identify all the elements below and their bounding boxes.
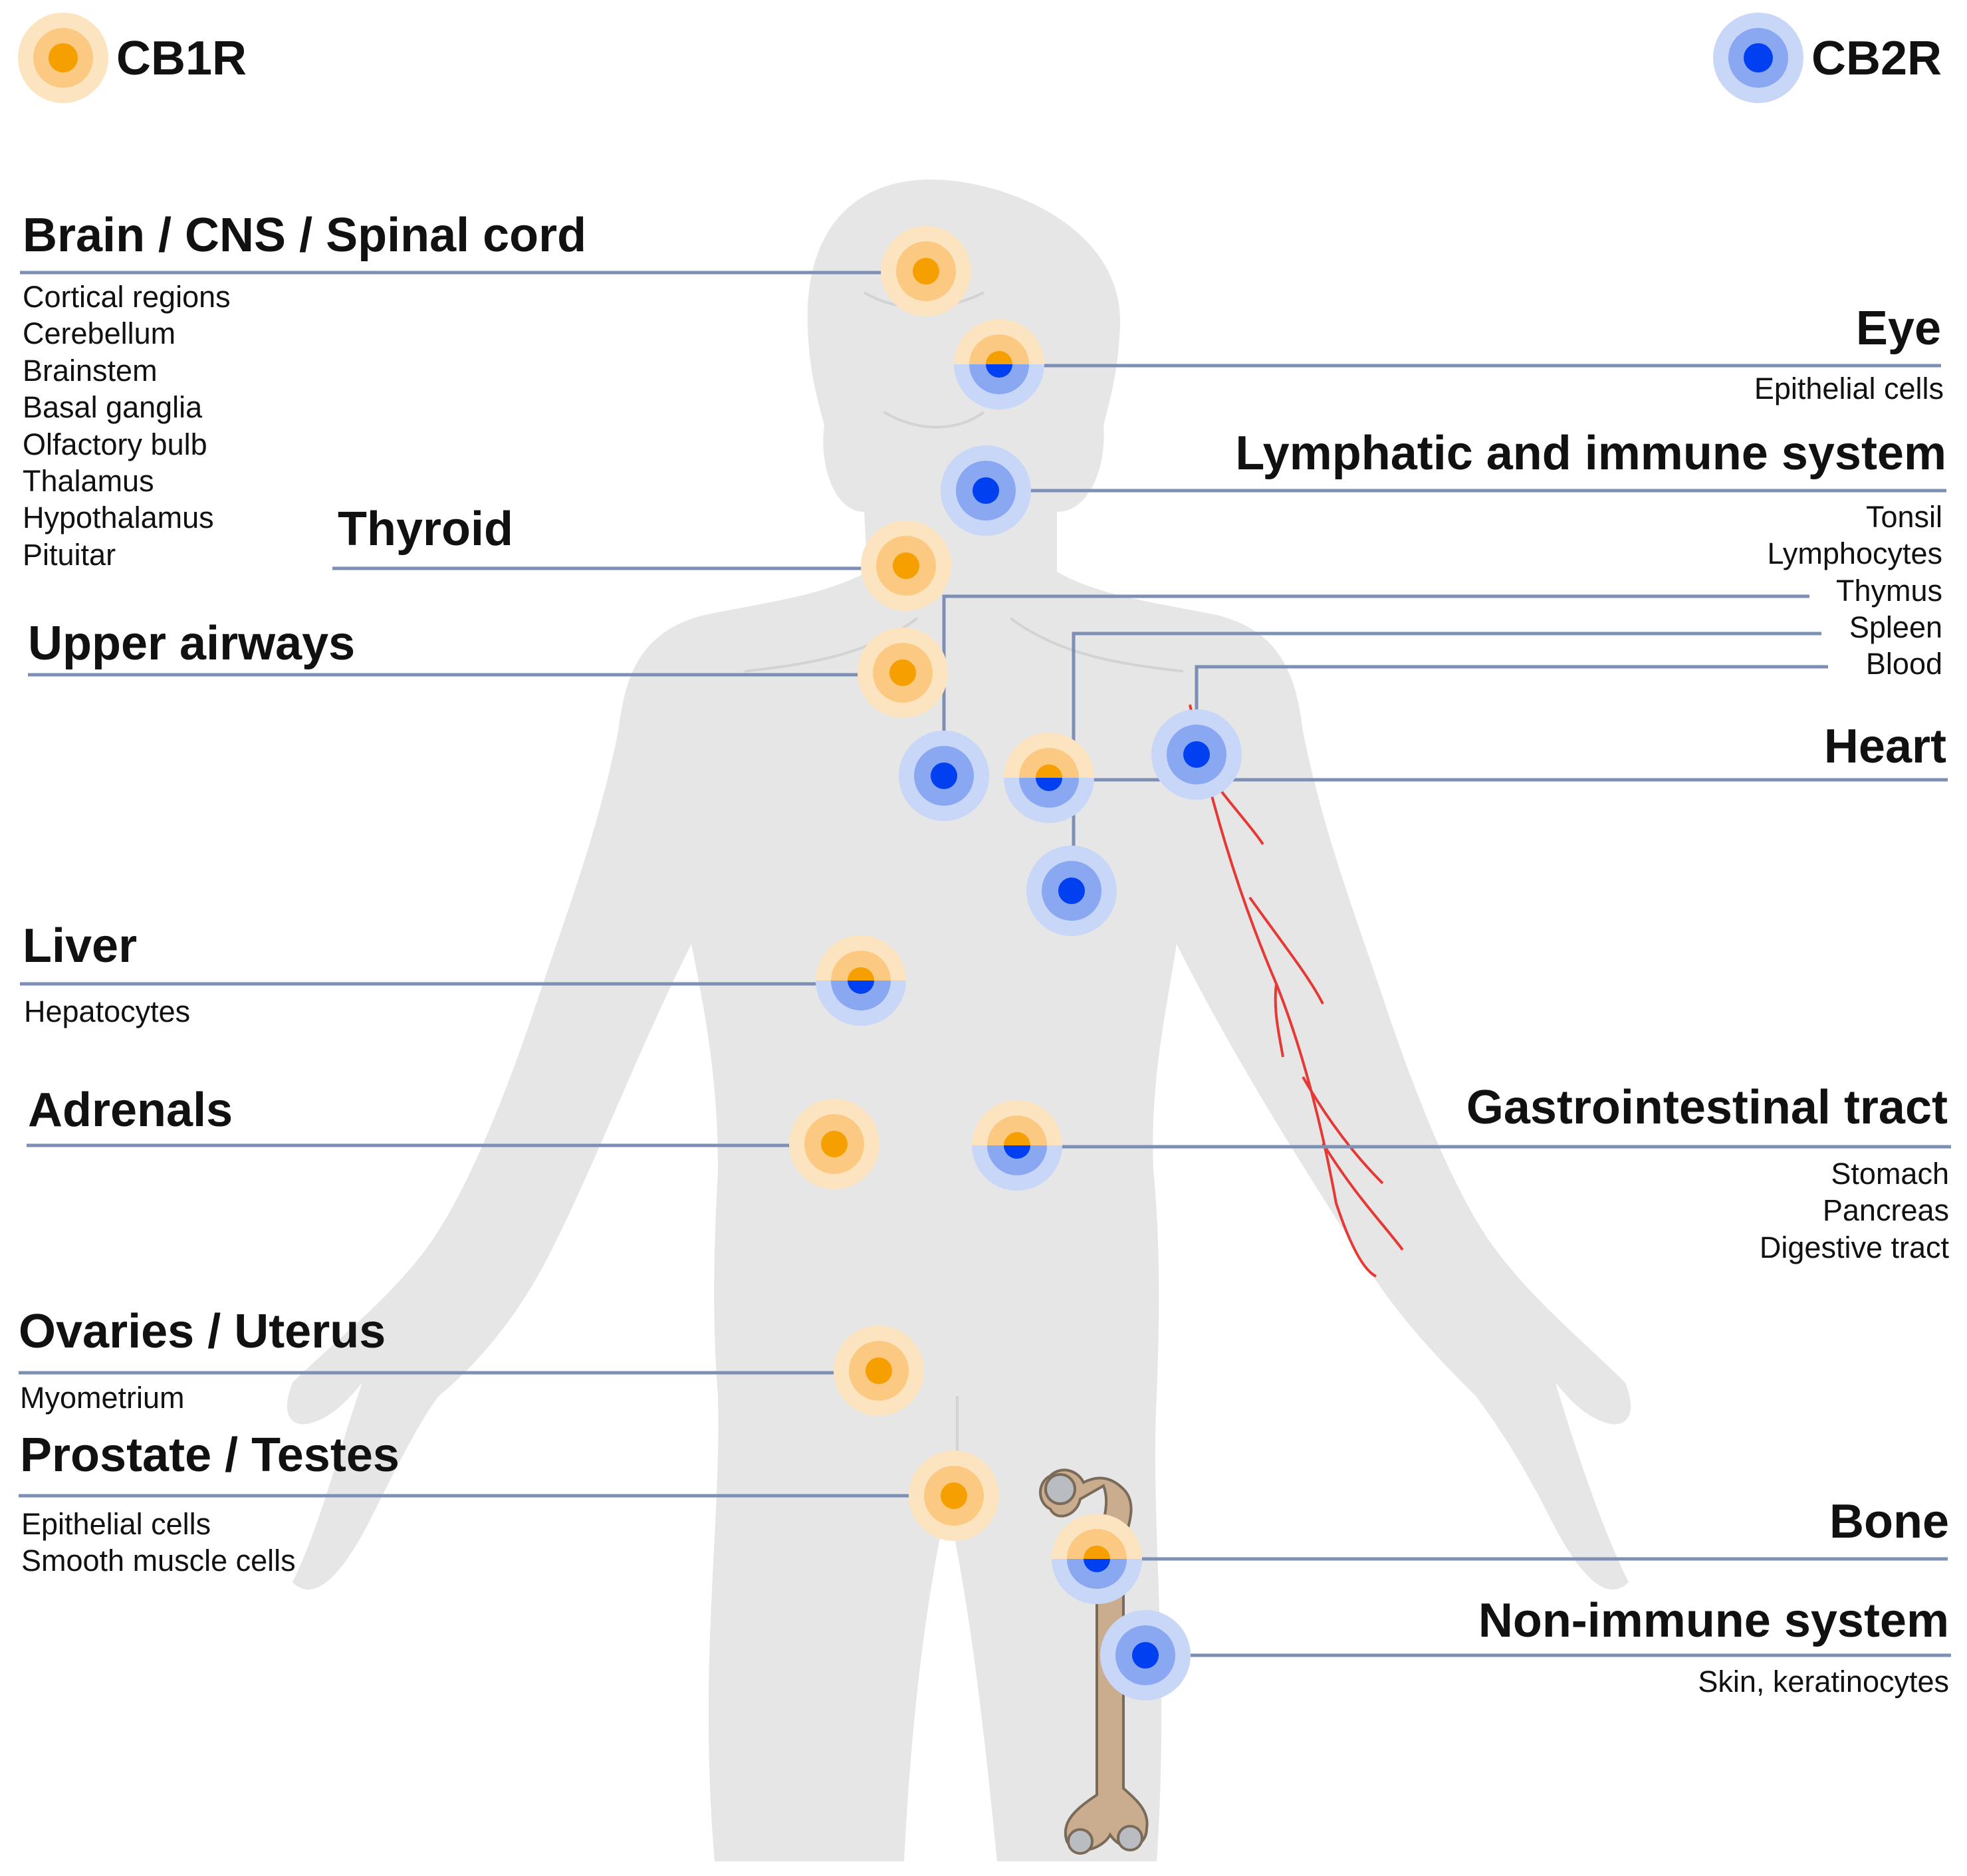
brain-item: Brainstem xyxy=(23,354,158,388)
eye-title: Eye xyxy=(1856,302,1941,355)
nonimmune-title: Non-immune system xyxy=(1478,1594,1949,1647)
brain-item: Thalamus xyxy=(23,464,154,498)
brain-item: Cerebellum xyxy=(23,316,175,350)
marker-adrenals-cb1r xyxy=(789,1099,879,1189)
ovaries-title: Ovaries / Uterus xyxy=(19,1305,386,1358)
gi-item: Stomach xyxy=(1831,1157,1949,1191)
brain-item: Basal ganglia xyxy=(23,390,203,424)
adrenals-title: Adrenals xyxy=(28,1084,233,1137)
brain-item: Cortical regions xyxy=(23,280,231,314)
marker-heart-mixed xyxy=(1004,733,1094,823)
lymphatic-item: Spleen xyxy=(1849,610,1942,644)
legend-cb1r-label: CB1R xyxy=(116,32,247,85)
marker-ovaries-cb1r xyxy=(834,1326,924,1416)
liver-title: Liver xyxy=(23,919,137,973)
marker-lymphatic-cb2r xyxy=(941,445,1031,536)
marker-thymus-cb2r xyxy=(899,731,989,821)
line-thymus xyxy=(942,594,1809,776)
gi-item: Pancreas xyxy=(1823,1193,1949,1227)
brain-item: Hypothalamus xyxy=(23,501,214,534)
prostate-title: Prostate / Testes xyxy=(20,1429,400,1482)
marker-bone-mixed xyxy=(1052,1514,1142,1604)
marker-liver-mixed xyxy=(816,935,906,1026)
lymphatic-item: Tonsil xyxy=(1866,500,1942,534)
marker-eye-mixed xyxy=(954,319,1044,410)
gi-item: Digestive tract xyxy=(1760,1231,1950,1264)
marker-thyroid-cb1r xyxy=(861,521,951,611)
liver-item: Hepatocytes xyxy=(24,995,190,1028)
lymphatic-item: Lymphocytes xyxy=(1768,536,1942,570)
marker-spleen-cb2r xyxy=(1026,846,1117,936)
body-silhouette xyxy=(287,179,1631,1861)
marker-nonimmune-cb2r xyxy=(1100,1610,1191,1700)
legend: CB1R CB2R xyxy=(18,13,1942,103)
nonimmune-item: Skin, keratinocytes xyxy=(1698,1665,1949,1699)
thyroid-title: Thyroid xyxy=(338,503,513,556)
eye-item: Epithelial cells xyxy=(1754,372,1944,406)
lymphatic-item: Blood xyxy=(1866,647,1942,681)
legend-cb1r-marker xyxy=(18,13,108,103)
marker-prostate-cb1r xyxy=(909,1451,999,1541)
prostate-item: Smooth muscle cells xyxy=(21,1544,296,1578)
brain-item: Olfactory bulb xyxy=(23,427,207,461)
bone-title: Bone xyxy=(1829,1495,1949,1548)
legend-cb2r-marker xyxy=(1713,13,1803,103)
gi-title: Gastrointestinal tract xyxy=(1466,1081,1948,1134)
leader-lines xyxy=(19,271,1951,1657)
lymphatic-title: Lymphatic and immune system xyxy=(1235,427,1946,480)
brain-title: Brain / CNS / Spinal cord xyxy=(23,209,586,262)
upper-airways-title: Upper airways xyxy=(28,617,355,670)
heart-title: Heart xyxy=(1824,720,1946,773)
marker-gi-mixed xyxy=(972,1100,1062,1191)
ovaries-item: Myometrium xyxy=(20,1381,185,1415)
prostate-item: Epithelial cells xyxy=(21,1507,211,1541)
legend-cb2r-label: CB2R xyxy=(1811,32,1942,85)
marker-brain-cb1r xyxy=(881,226,971,316)
receptor-markers xyxy=(789,226,1242,1700)
brain-item: Pituitar xyxy=(23,538,116,572)
labels-right: Eye Epithelial cells Lymphatic and immun… xyxy=(1235,302,1949,1699)
marker-blood-cb2r xyxy=(1151,709,1242,800)
labels-left: Brain / CNS / Spinal cord Cortical regio… xyxy=(19,209,586,1578)
lymphatic-item: Thymus xyxy=(1836,574,1942,608)
marker-upper-airways-cb1r xyxy=(858,628,948,718)
